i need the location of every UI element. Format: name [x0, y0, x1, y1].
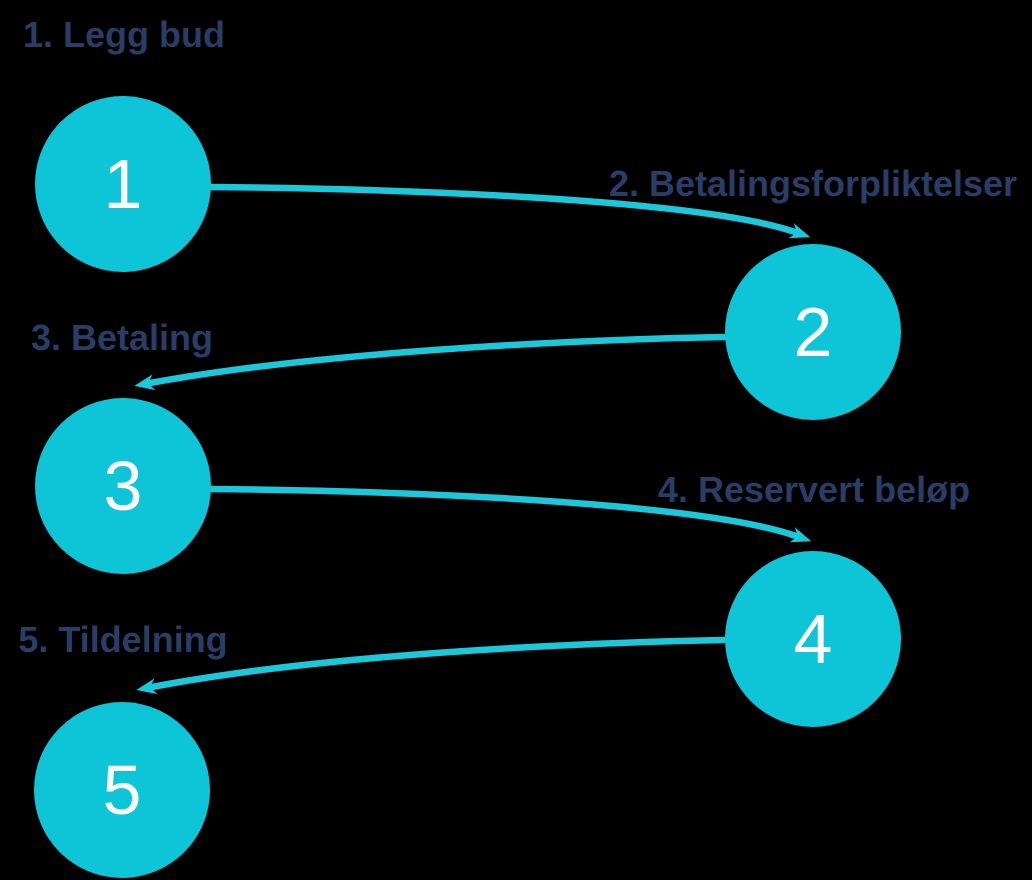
step-number-2: 2 [793, 293, 833, 371]
step-node-4: 4 [725, 551, 901, 727]
step-number-5: 5 [102, 751, 142, 829]
step-label-3: 3. Betaling [30, 317, 214, 358]
step-node-1: 1 [35, 96, 211, 272]
step-node-5: 5 [34, 702, 210, 878]
step-node-3: 3 [35, 398, 211, 574]
arrow-step4-to-step5 [136, 636, 728, 695]
arrow-step2-to-step3 [134, 333, 728, 391]
step-label-4: 4. Reservert beløp [657, 469, 971, 510]
step-number-3: 3 [103, 447, 143, 525]
step-node-2: 2 [725, 244, 901, 420]
step-number-4: 4 [793, 600, 833, 678]
step-label-5: 5. Tildelning [18, 619, 228, 660]
step-label-1: 1. Legg bud [23, 14, 225, 55]
step-label-2: 2. Betalingsforpliktelser [608, 163, 1018, 204]
step-number-1: 1 [103, 145, 143, 223]
